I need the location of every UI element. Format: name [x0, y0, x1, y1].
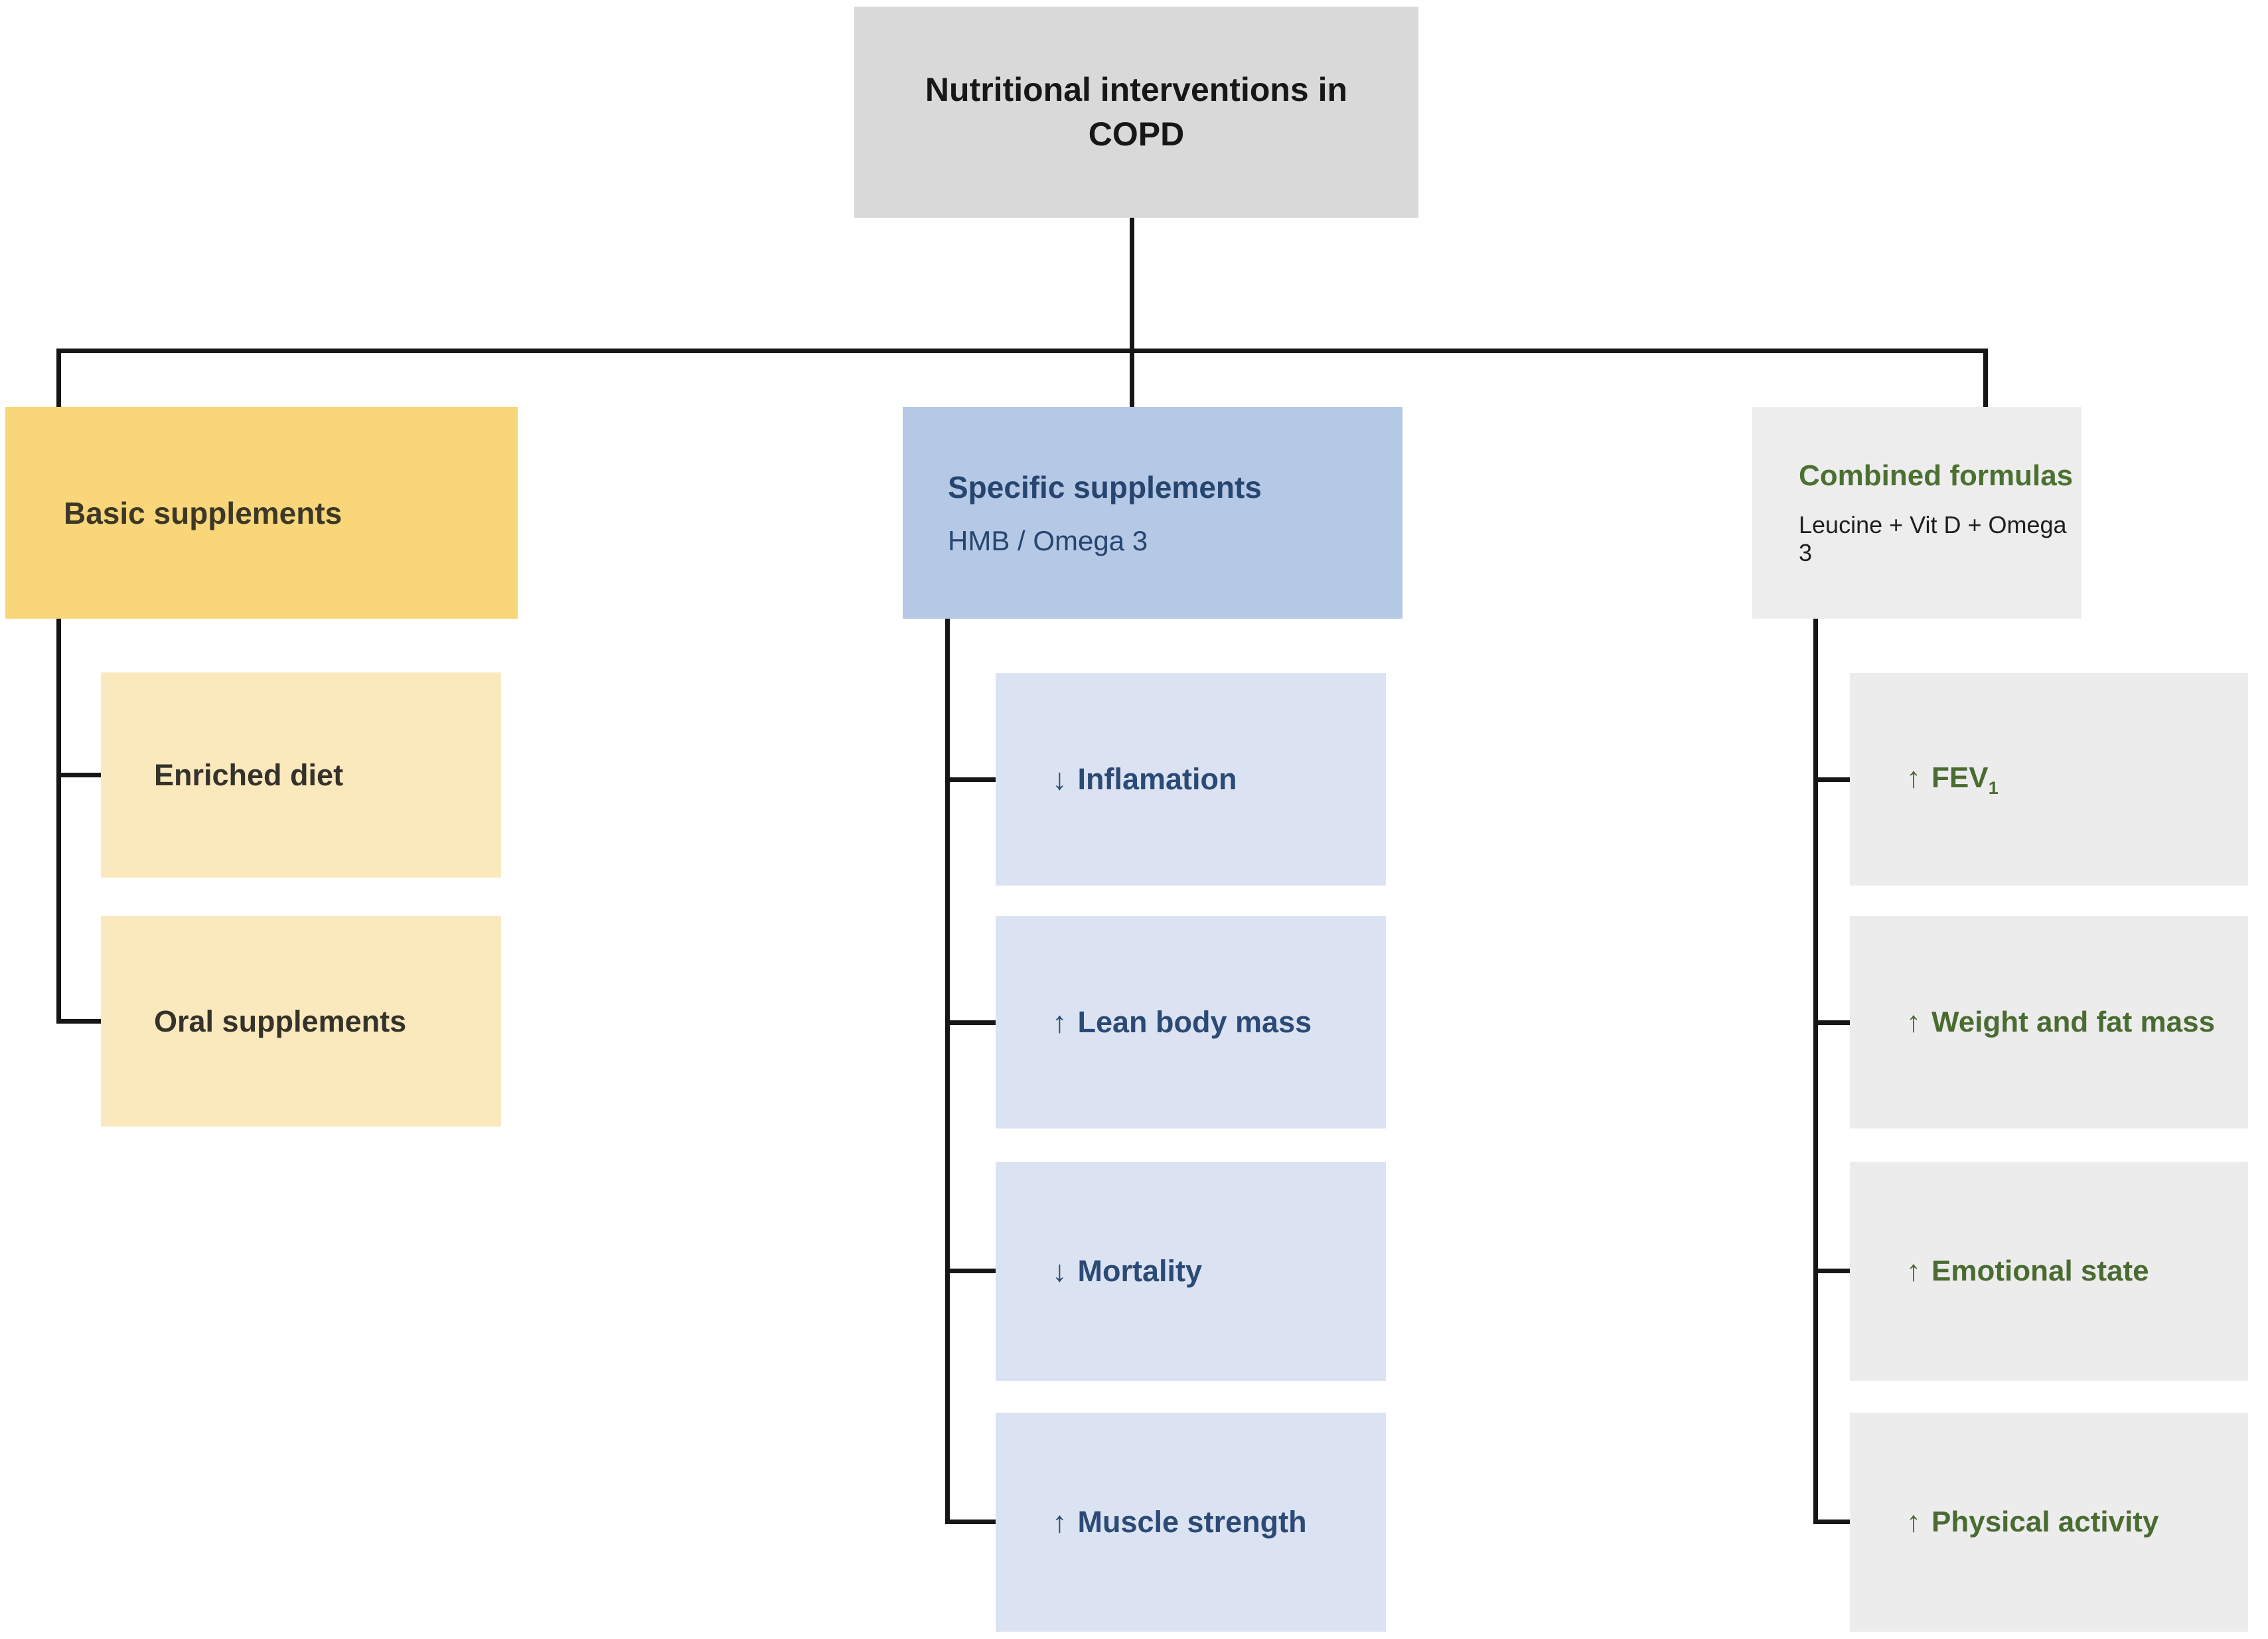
connector-specific-stub-1 [945, 777, 996, 782]
inflamation-label: ↓Inflamation [1052, 762, 1237, 796]
specific-supplements-node: Specific supplements HMB / Omega 3 [903, 407, 1402, 619]
connector-specific-stub-3 [945, 1269, 996, 1273]
specific-supplements-subtitle: HMB / Omega 3 [948, 524, 1148, 556]
muscle-strength-label: ↑Muscle strength [1052, 1505, 1307, 1539]
emotional-state-label: ↑Emotional state [1906, 1255, 2149, 1288]
up-arrow-icon: ↑ [1906, 761, 1921, 795]
connector-drop-specific [1130, 349, 1134, 407]
combined-formulas-subtitle: Leucine + Vit D + Omega 3 [1799, 510, 2067, 566]
weight-fat-mass-node: ↑Weight and fat mass [1850, 916, 2248, 1129]
weight-fat-mass-label: ↑Weight and fat mass [1906, 1006, 2216, 1039]
connector-bus [56, 349, 1988, 353]
connector-basic-spine [56, 619, 61, 1024]
up-arrow-icon: ↑ [1052, 1505, 1067, 1539]
oral-supplements-label: Oral supplements [154, 1004, 407, 1038]
down-arrow-icon: ↓ [1052, 1254, 1067, 1288]
fev1-subscript: 1 [1988, 777, 1999, 799]
up-arrow-icon: ↑ [1052, 1005, 1067, 1039]
enriched-diet-node: Enriched diet [101, 672, 501, 878]
root-label: Nutritional interventions in COPD [925, 70, 1348, 153]
combined-formulas-label: Combined formulas [1799, 459, 2074, 492]
up-arrow-icon: ↑ [1906, 1255, 1921, 1288]
enriched-diet-label: Enriched diet [154, 757, 344, 792]
physical-activity-label: ↑Physical activity [1906, 1506, 2159, 1539]
physical-activity-node: ↑Physical activity [1850, 1413, 2248, 1632]
connector-combined-stub-4 [1813, 1520, 1850, 1524]
oral-supplements-node: Oral supplements [101, 916, 501, 1127]
connector-combined-stub-3 [1813, 1269, 1850, 1273]
connector-basic-stub-1 [56, 773, 101, 777]
connector-combined-stub-2 [1813, 1020, 1850, 1025]
fev1-label: ↑FEV1 [1906, 761, 1999, 799]
root-node: Nutritional interventions in COPD [854, 7, 1418, 218]
connector-specific-stub-2 [945, 1020, 996, 1025]
emotional-state-node: ↑Emotional state [1850, 1162, 2248, 1381]
connector-root-drop [1130, 218, 1134, 351]
inflamation-node: ↓Inflamation [996, 673, 1386, 886]
down-arrow-icon: ↓ [1052, 762, 1067, 796]
basic-supplements-node: Basic supplements [5, 407, 518, 619]
connector-basic-stub-2 [56, 1019, 101, 1024]
up-arrow-icon: ↑ [1906, 1006, 1921, 1039]
up-arrow-icon: ↑ [1906, 1506, 1921, 1539]
specific-supplements-label: Specific supplements [948, 469, 1262, 505]
mortality-node: ↓Mortality [996, 1162, 1386, 1381]
connector-specific-spine [945, 619, 950, 1524]
lean-body-mass-node: ↑Lean body mass [996, 916, 1386, 1129]
connector-drop-basic [56, 349, 61, 407]
lean-body-mass-label: ↑Lean body mass [1052, 1005, 1312, 1039]
connector-specific-stub-4 [945, 1520, 996, 1524]
connector-combined-spine [1813, 619, 1818, 1524]
muscle-strength-node: ↑Muscle strength [996, 1413, 1386, 1632]
connector-combined-stub-1 [1813, 777, 1850, 782]
fev1-node: ↑FEV1 [1850, 673, 2248, 886]
mortality-label: ↓Mortality [1052, 1254, 1203, 1288]
connector-drop-combined [1983, 349, 1988, 407]
combined-formulas-node: Combined formulas Leucine + Vit D + Omeg… [1752, 407, 2081, 619]
basic-supplements-label: Basic supplements [64, 495, 342, 530]
